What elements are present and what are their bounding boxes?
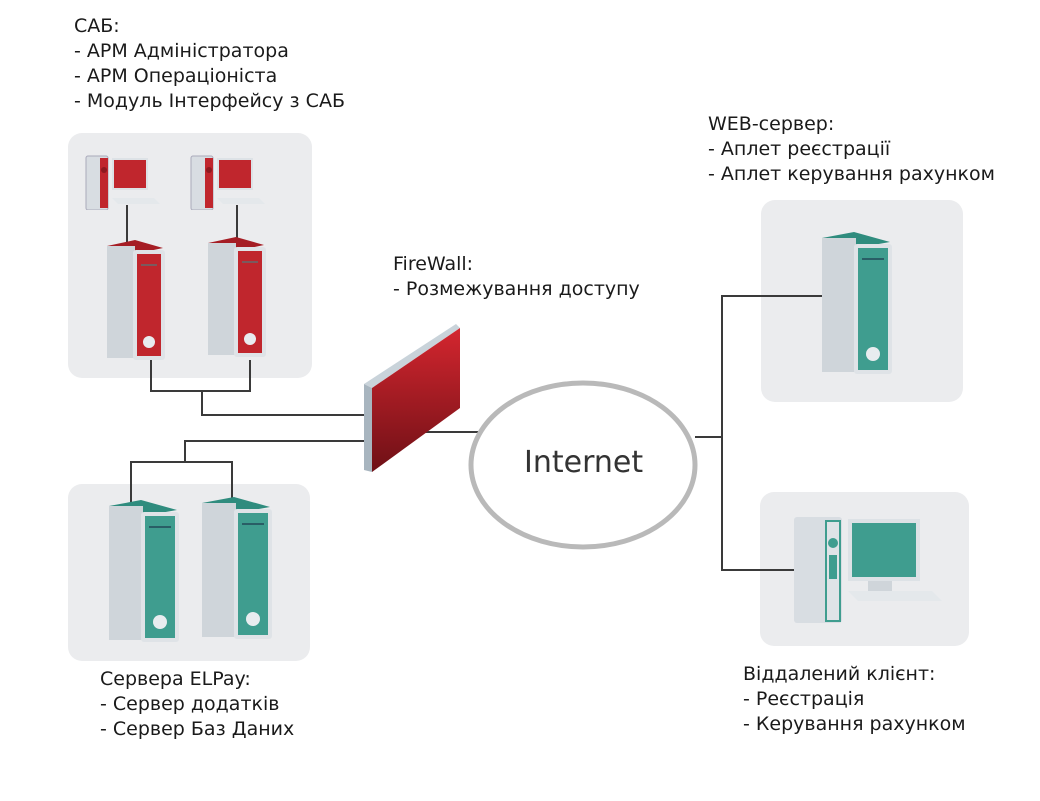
wire-elpay-firewall	[184, 440, 366, 462]
wire-sab-bus	[150, 360, 251, 392]
sab-item: - Модуль Інтерфейсу з САБ	[74, 90, 345, 112]
wire-sab-firewall	[201, 391, 366, 416]
internet-cloud-icon	[468, 380, 698, 550]
sab-workstation-1-icon	[85, 155, 160, 210]
sab-server-1-icon	[107, 240, 165, 360]
elpay-item: - Сервер Баз Даних	[100, 718, 295, 740]
sab-server-2-icon	[208, 237, 266, 357]
firewall-icon	[364, 324, 460, 472]
elpay-item: - Сервер додатків	[100, 693, 280, 715]
internet-label: Internet	[524, 445, 644, 480]
web-server-icon	[822, 232, 892, 374]
web-server-item: - Аплет реєстрації	[708, 138, 891, 160]
remote-client-label: Віддалений клієнт: - Реєстрація - Керува…	[743, 662, 966, 737]
web-server-label: WEB-сервер: - Аплет реєстрації - Аплет к…	[708, 112, 995, 187]
sab-item: - АРМ Адміністратора	[74, 40, 289, 62]
elpay-db-server-icon	[202, 497, 272, 639]
remote-client-item: - Реєстрація	[743, 688, 865, 710]
sab-label: САБ: - АРМ Адміністратора - АРМ Операціо…	[74, 14, 345, 114]
firewall-item: - Розмежування доступу	[393, 278, 640, 300]
elpay-servers-label: Сервера ELPay: - Сервер додатків - Серве…	[100, 667, 294, 742]
wire-right-bus	[721, 295, 822, 571]
elpay-app-server-icon	[109, 500, 179, 642]
sab-heading: САБ:	[74, 15, 120, 37]
elpay-heading: Сервера ELPay:	[100, 668, 251, 690]
remote-client-workstation-icon	[794, 517, 942, 623]
web-server-heading: WEB-сервер:	[708, 113, 835, 135]
sab-item: - АРМ Операціоніста	[74, 65, 278, 87]
wire-elpay-bus	[130, 461, 233, 510]
web-server-item: - Аплет керування рахунком	[708, 163, 995, 185]
remote-client-item: - Керування рахунком	[743, 713, 966, 735]
remote-client-heading: Віддалений клієнт:	[743, 663, 936, 685]
sab-workstation-2-icon	[190, 155, 265, 210]
firewall-label: FireWall: - Розмежування доступу	[393, 252, 640, 302]
firewall-heading: FireWall:	[393, 253, 474, 275]
